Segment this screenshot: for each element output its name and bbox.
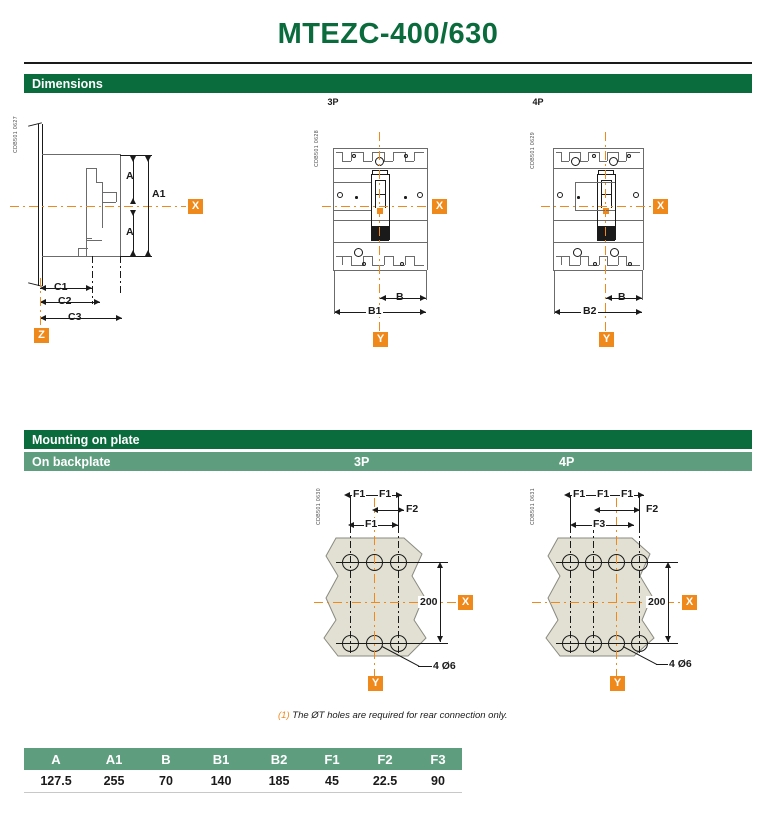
centerline-horizontal-plate-3p — [314, 602, 460, 604]
table-cell-b: 70 — [159, 774, 173, 788]
table-cell-b1: 140 — [210, 774, 232, 788]
dimension-label-f1-3p-a: F1 — [352, 488, 367, 500]
dimension-label-f2-4p: F2 — [646, 503, 659, 515]
axis-marker-y-plate-4p: Y — [610, 676, 625, 691]
table-header-b: B — [161, 751, 171, 767]
centerline-vertical-3p — [379, 132, 381, 332]
dimension-label-a-lower: A — [126, 226, 134, 238]
table-header-b2: B2 — [270, 751, 288, 767]
table-header-f1: F1 — [324, 751, 340, 767]
axis-marker-y-4p: Y — [599, 332, 614, 347]
drawing-front-4p: CDB501 0629 — [505, 110, 675, 360]
axis-marker-x-3p: X — [432, 199, 447, 214]
dimension-label-f1-3p-c: F1 — [364, 518, 379, 530]
dimension-label-f1-4p-a: F1 — [572, 488, 587, 500]
dimension-label-f3-4p: F3 — [592, 518, 607, 530]
table-header-a: A — [51, 751, 61, 767]
dimensions-column-label-3p: 3P — [327, 97, 339, 107]
dimension-label-f1-3p-b: F1 — [378, 488, 393, 500]
axis-marker-x-plate-4p: X — [682, 595, 697, 610]
drawing-front-3p: CDB501 0628 — [300, 110, 450, 360]
dimension-label-a1: A1 — [152, 188, 166, 200]
table-row: 127.5 255 70 140 185 45 22.5 90 — [24, 770, 462, 793]
table-cell-f2: 22.5 — [372, 774, 398, 788]
axis-marker-x-plate-3p: X — [458, 595, 473, 610]
axis-marker-y-plate-3p: Y — [368, 676, 383, 691]
centerline-horizontal-side — [10, 206, 186, 208]
table-cell-a: 127.5 — [40, 774, 72, 788]
drawing-plate-4p: CDB501 0631 X Y F1 F1 F1 F — [510, 480, 710, 705]
table-header-f2: F2 — [377, 751, 393, 767]
table-header-b1: B1 — [212, 751, 230, 767]
table-cell-a1: 255 — [103, 774, 125, 788]
hole-note-3p: 4 Ø6 — [433, 660, 456, 672]
dimension-label-c3: C3 — [68, 311, 82, 323]
dimensions-column-label-4p: 4P — [532, 97, 544, 107]
section-header-dimensions: Dimensions — [24, 74, 752, 93]
dimension-label-f1-4p-b: F1 — [596, 488, 611, 500]
drawing-ref-code-4p: CDB501 0629 — [530, 132, 536, 169]
dimension-label-height-4p: 200 — [646, 596, 668, 608]
dimension-label-b1-3p: B1 — [366, 305, 384, 317]
table-header-f3: F3 — [430, 751, 446, 767]
table-cell-f3: 90 — [431, 774, 445, 788]
footnote-marker: (1) — [278, 710, 290, 721]
drawing-plate-3p: CDB501 0630 X Y F1 F1 — [300, 480, 485, 705]
mounting-column-label-3p: 3P — [354, 454, 370, 469]
subheader-on-backplate-label: On backplate — [32, 454, 111, 469]
table-cell-f1: 45 — [325, 774, 339, 788]
centerline-vertical-plate-3p — [374, 498, 376, 688]
axis-marker-x-4p: X — [653, 199, 668, 214]
section-header-mounting: Mounting on plate — [24, 430, 752, 449]
dimension-label-b2-4p: B2 — [581, 305, 599, 317]
centerline-horizontal-3p — [322, 206, 430, 208]
dimension-label-f1-4p-c: F1 — [620, 488, 635, 500]
axis-marker-y-3p: Y — [373, 332, 388, 347]
section-header-dimensions-label: Dimensions — [32, 76, 103, 91]
dimension-label-b-3p: B — [396, 291, 404, 303]
dimension-label-height-3p: 200 — [418, 596, 440, 608]
axis-marker-x-side: X — [188, 199, 203, 214]
dimension-label-f2-3p: F2 — [406, 503, 419, 515]
dimension-label-c1: C1 — [54, 281, 68, 293]
dimension-label-a-upper: A — [126, 170, 134, 182]
dimension-label-c2: C2 — [58, 295, 72, 307]
axis-marker-z-side: Z — [34, 328, 49, 343]
centerline-horizontal-plate-4p — [532, 602, 684, 604]
dimensions-table: A A1 B B1 B2 F1 F2 F3 127.5 255 70 140 1… — [24, 748, 462, 793]
footnote-text: The ØT holes are required for rear conne… — [292, 710, 508, 721]
table-header-row: A A1 B B1 B2 F1 F2 F3 — [24, 748, 462, 770]
hole-note-4p: 4 Ø6 — [669, 658, 692, 670]
table-header-a1: A1 — [105, 751, 123, 767]
mounting-column-label-4p: 4P — [559, 454, 575, 469]
drawing-side-view: CDB501 0627 X — [0, 110, 203, 360]
table-cell-b2: 185 — [268, 774, 290, 788]
title-divider — [24, 62, 752, 64]
page-title: MTEZC-400/630 — [277, 18, 499, 50]
subheader-on-backplate: On backplate 3P 4P — [24, 452, 752, 471]
section-header-mounting-label: Mounting on plate — [32, 432, 140, 447]
centerline-horizontal-4p — [541, 206, 651, 208]
drawing-ref-code-side: CDB501 0627 — [13, 116, 19, 153]
drawing-ref-code-3p: CDB501 0628 — [314, 130, 320, 167]
centerline-vertical-4p — [605, 132, 607, 332]
dimension-label-b-4p: B — [618, 291, 626, 303]
centerline-vertical-plate-4p — [616, 498, 618, 688]
footnote: (1) The ØT holes are required for rear c… — [278, 710, 508, 721]
